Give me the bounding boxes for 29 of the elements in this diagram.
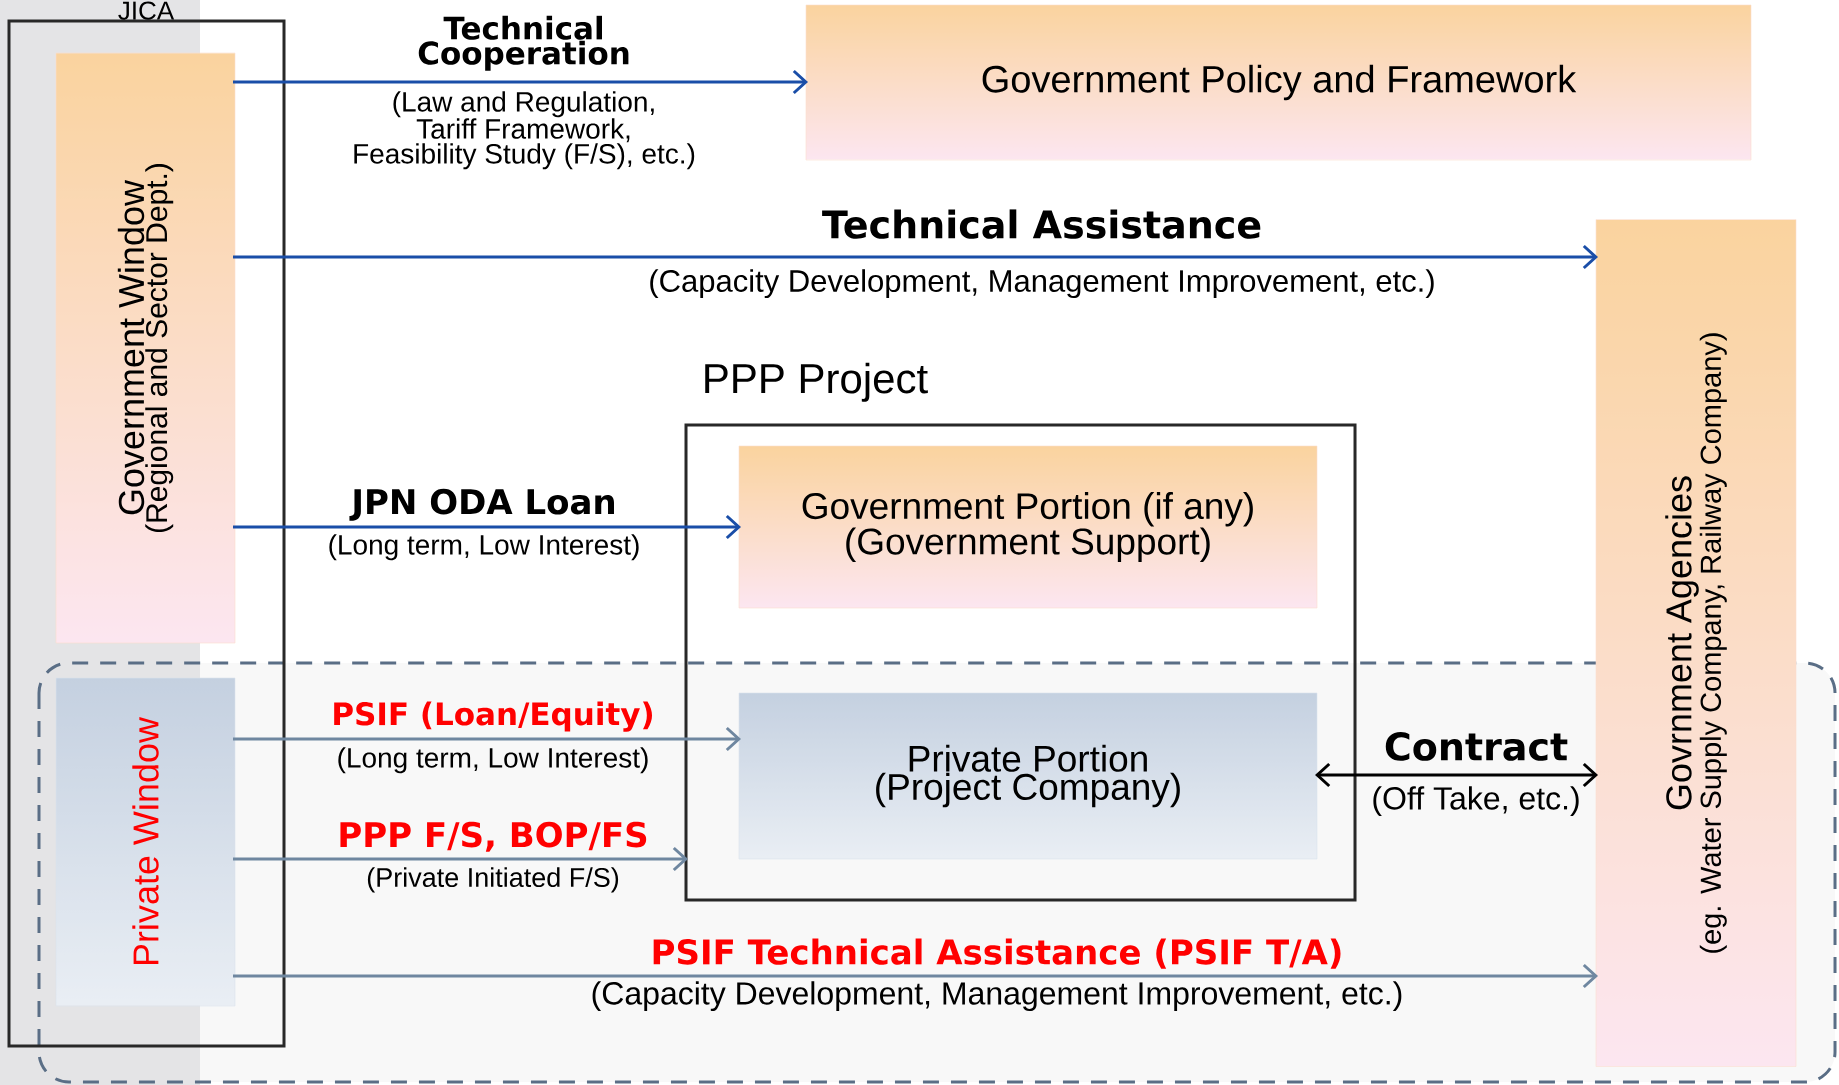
note-text: (Capacity Development, Management Improvement, etc.) [650,269,1434,299]
arrow [1315,762,1598,788]
portion-box: Private Portion (Project Company) [738,692,1318,860]
arrow [233,726,741,752]
edge-label: PSIF Technical Assistance (PSIF T/A) [653,938,1341,969]
note-text: (Private Initiated F/S) [367,867,619,893]
edge-label: Contract [1385,732,1568,761]
edge-label: PSIF (Loan/Equity) [334,701,652,732]
node-label: JICA [118,1,175,20]
note-text: (Off Take, etc.) [1373,786,1579,816]
note-text: (Capacity Development, Management Improvement, etc.) [592,981,1402,1012]
note-text: (Long term, Low Interest) [329,534,639,561]
note-text: (Law and Regulation, Tariff Framework, Feasibility Study (F/S), etc.) [354,91,695,170]
note-text: (Long term, Low Interest) [338,747,648,774]
policy-box: Government Policy and Framework [805,4,1752,161]
window-box: Private Window [55,677,236,1007]
agencies-box: Govrnment Agencies (eg. Water Supply Company, Railway Company) [1595,219,1797,1067]
arrow [233,846,688,872]
edge-label: JPN ODA Loan [349,488,614,521]
edge-label: PPP F/S, BOP/FS [340,821,647,852]
portion-box: Government Portion (if any) (Government Support) [738,445,1318,609]
edge-label: Technical Cooperation [418,15,629,71]
node-label: PPP Project [705,362,928,402]
edge-label: Technical Assistance [822,209,1261,239]
arrow [233,963,1598,989]
window-box: Government Window (Regional and Sector Dept.) [55,52,236,644]
arrow [233,69,808,95]
arrow [233,514,741,540]
arrow [233,244,1598,270]
